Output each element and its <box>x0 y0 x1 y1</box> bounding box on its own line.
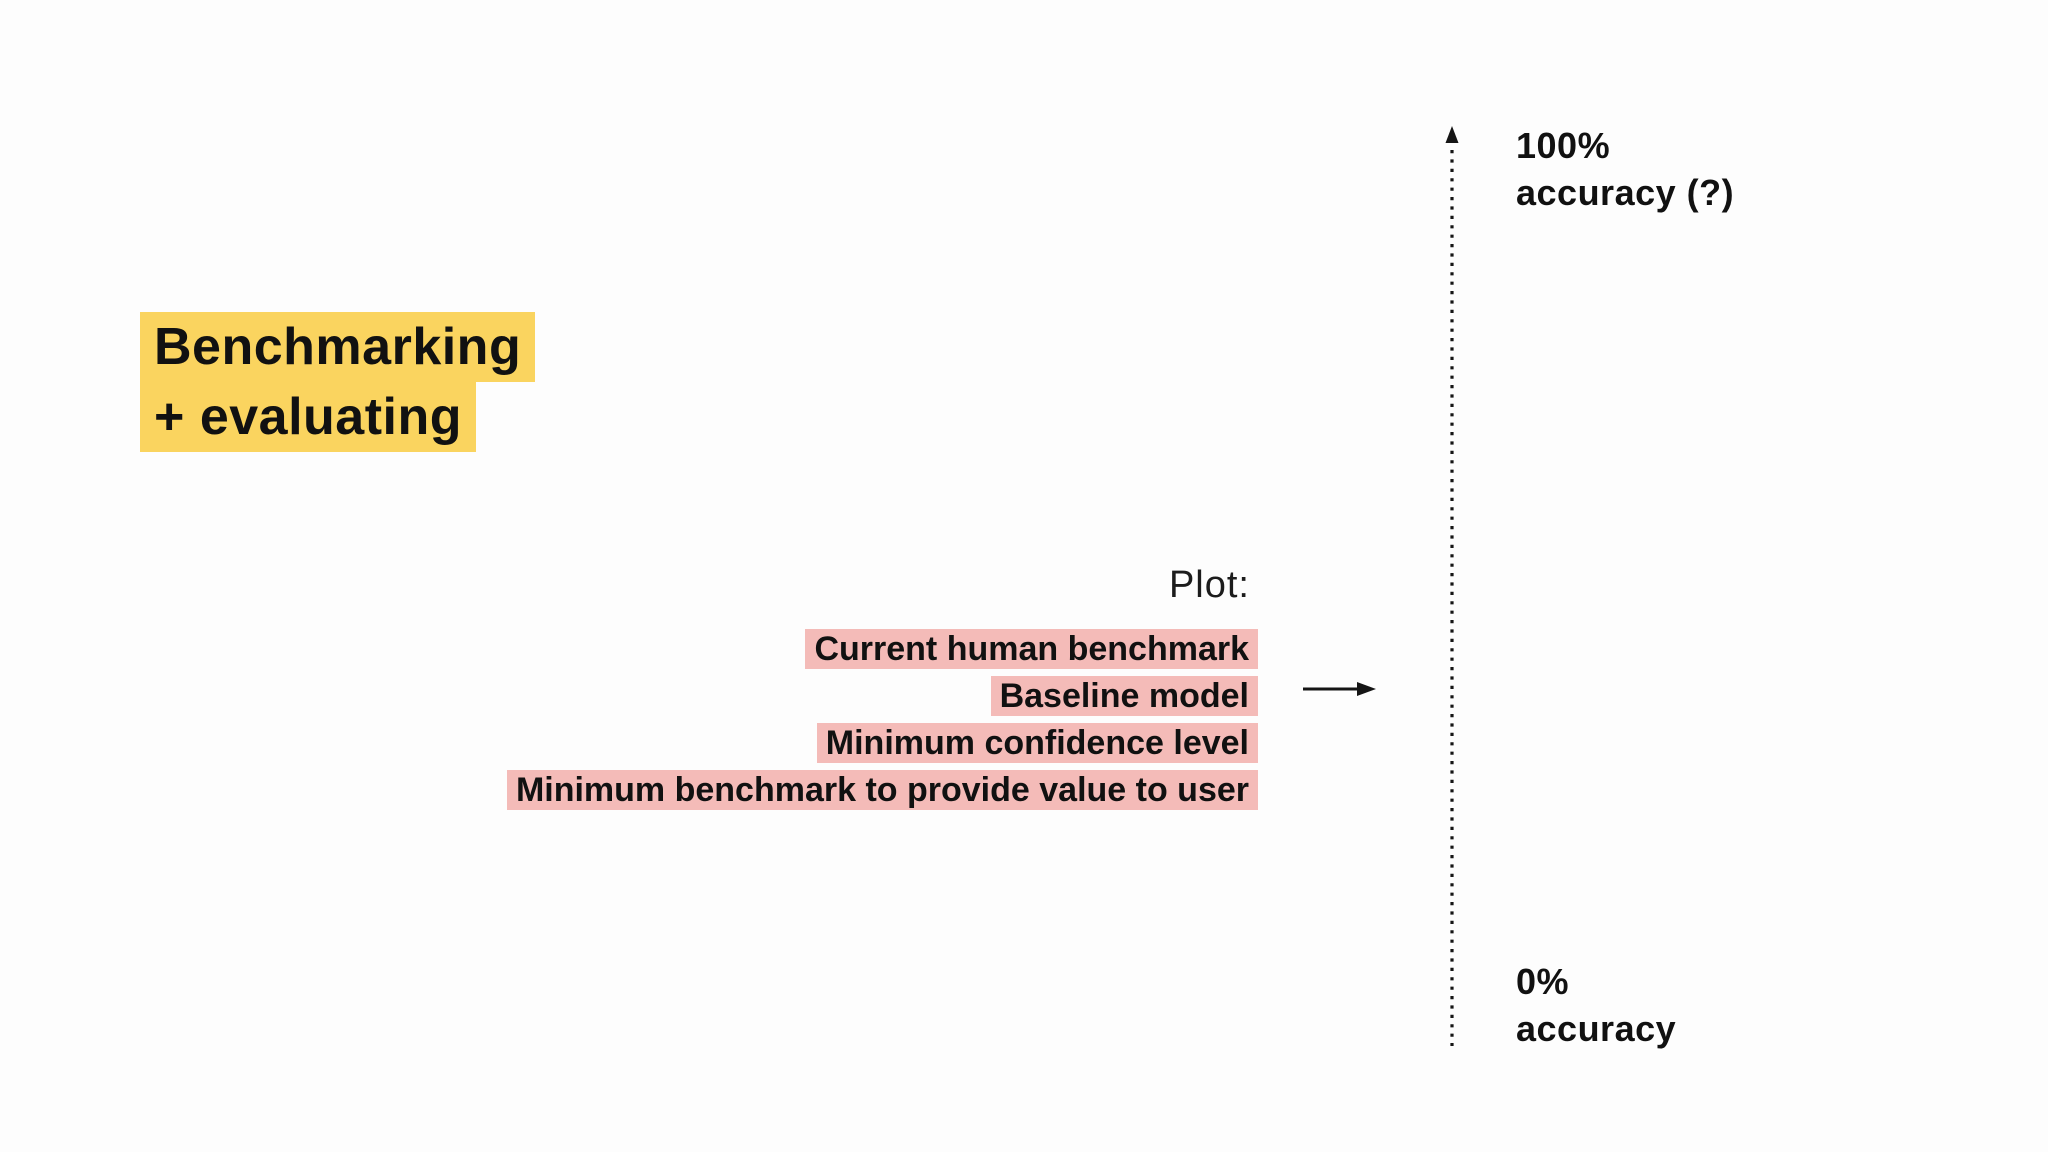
axis-label-top: 100% accuracy (?) <box>1516 122 1734 216</box>
accuracy-axis <box>1445 126 1459 1046</box>
up-arrow-icon <box>1445 126 1459 143</box>
axis-bottom-value: 0% <box>1516 961 1570 1002</box>
axis-top-caption: accuracy (?) <box>1516 172 1735 213</box>
plot-item-current-human-benchmark: Current human benchmark <box>805 629 1258 669</box>
axis-bottom-caption: accuracy <box>1516 1008 1677 1049</box>
axis-label-bottom: 0% accuracy <box>1516 958 1676 1052</box>
plot-label: Plot: <box>1168 564 1250 606</box>
plot-item-row: Current human benchmark <box>507 629 1258 669</box>
plot-annotation-block: Plot: Current human benchmark Baseline m… <box>506 563 1258 810</box>
title-line-2: + evaluating <box>140 382 476 452</box>
plot-item-row: Baseline model <box>507 676 1258 716</box>
plot-item-minimum-benchmark-value: Minimum benchmark to provide value to us… <box>506 770 1258 810</box>
plot-item-row: Minimum benchmark to provide value to us… <box>506 770 1258 810</box>
title-line-1: Benchmarking <box>140 312 536 382</box>
plot-item-baseline-model: Baseline model <box>990 676 1258 716</box>
axis-top-value: 100% <box>1516 125 1611 166</box>
plot-item-minimum-confidence-level: Minimum confidence level <box>816 723 1258 763</box>
plot-item-row: Minimum confidence level <box>507 723 1258 763</box>
right-arrow-icon <box>1303 682 1376 696</box>
slide-title: Benchmarking + evaluating <box>140 312 536 452</box>
